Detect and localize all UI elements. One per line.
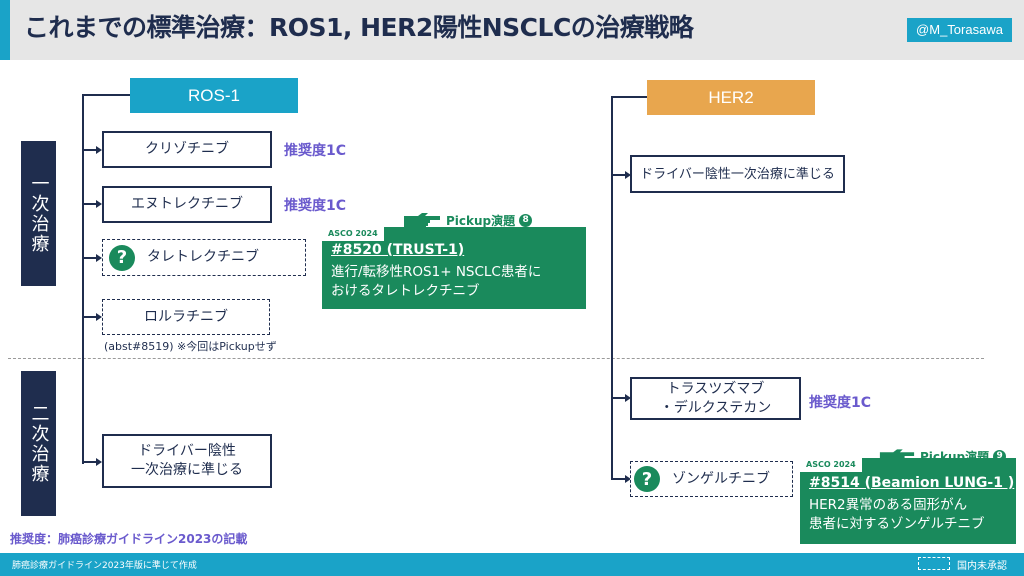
question-icon: ? xyxy=(634,466,660,492)
her2-branch-line xyxy=(611,478,625,480)
arrow-icon xyxy=(96,200,102,208)
drug-box-trastuzumab-deruxtecan: トラスツズマブ ・デルクステカン xyxy=(630,377,801,420)
ros1-header-connector xyxy=(82,94,130,96)
drug-box-entrectinib: エヌトレクチニブ xyxy=(102,186,272,223)
arrow-icon xyxy=(625,394,631,402)
abstract-desc-line: HER2異常のある固形がん xyxy=(809,497,968,513)
her2-trunk-line xyxy=(611,96,613,479)
abstract-desc-line: 進行/転移性ROS1+ NSCLC患者に xyxy=(331,264,542,280)
her2-branch-line xyxy=(611,397,625,399)
abstract-desc-line: 患者に対するゾンゲルチニブ xyxy=(809,516,985,532)
recommendation-label: 推奨度1C xyxy=(284,198,347,214)
ros1-branch-line xyxy=(82,257,96,259)
unapproved-legend-label: 国内未承認 xyxy=(957,561,1007,572)
drug-box-her2-first-line: ドライバー陰性一次治療に準じる xyxy=(630,155,845,193)
pickup-text: Pickup演題 xyxy=(446,213,516,228)
page-title: これまでの標準治療：ROS1, HER2陽性NSCLCの治療戦略 xyxy=(24,13,694,42)
ros1-branch-line xyxy=(82,461,96,463)
ros1-branch-line xyxy=(82,149,96,151)
abstract-id: #8514 (Beamion LUNG-1 ) xyxy=(809,475,1015,491)
footer-bar xyxy=(0,553,1024,576)
unapproved-legend-swatch xyxy=(918,557,950,570)
her2-branch-line xyxy=(611,174,625,176)
drug-text-line: ・デルクステカン xyxy=(659,399,772,416)
second-line-label: 二次治療 xyxy=(21,371,56,516)
drug-name: ロルラチニブ xyxy=(144,308,228,325)
lorlatinib-footnote: (abst#8519) ※今回はPickupせず xyxy=(104,340,277,353)
line-divider xyxy=(8,358,984,359)
arrow-icon xyxy=(96,254,102,262)
ros1-branch-line xyxy=(82,203,96,205)
drug-text-line: 一次治療に準じる xyxy=(131,462,243,478)
recommendation-label: 推奨度1C xyxy=(809,395,872,411)
question-icon: ? xyxy=(109,244,135,271)
her2-header-connector xyxy=(611,96,647,98)
abstract-id: #8520 (TRUST-1) xyxy=(331,242,465,258)
author-badge: @M_Torasawa xyxy=(907,18,1012,42)
ros1-header: ROS-1 xyxy=(130,78,298,113)
recommendation-label: 推奨度1C xyxy=(284,143,347,159)
first-line-label: 一次治療 xyxy=(21,141,56,286)
drug-box-taletrectinib: ? タレトレクチニブ xyxy=(102,239,306,276)
arrow-icon xyxy=(96,458,102,466)
asco-tag: ASCO 2024 xyxy=(322,227,384,241)
drug-box-lorlatinib: ロルラチニブ xyxy=(102,299,270,335)
guideline-note: 推奨度：肺癌診療ガイドライン2023の記載 xyxy=(10,532,248,546)
arrow-icon xyxy=(96,146,102,154)
title-accent-bar xyxy=(0,0,10,60)
drug-text-line: トラスツズマブ xyxy=(666,380,765,397)
arrow-icon xyxy=(96,313,102,321)
asco-tag: ASCO 2024 xyxy=(800,458,862,472)
pickup-number: 8 xyxy=(519,213,533,227)
abstract-desc-line: おけるタレトレクチニブ xyxy=(331,283,480,299)
arrow-icon xyxy=(625,171,631,179)
drug-name: ゾンゲルチニブ xyxy=(672,470,770,487)
ros1-branch-line xyxy=(82,316,96,318)
drug-name: ドライバー陰性一次治療に準じる xyxy=(640,166,835,182)
drug-box-crizotinib: クリゾチニブ xyxy=(102,131,272,168)
drug-name: タレトレクチニブ xyxy=(147,249,259,265)
drug-name: クリゾチニブ xyxy=(145,141,229,157)
footer-source-text: 肺癌診療ガイドライン2023年版に準じて作成 xyxy=(12,561,197,571)
arrow-icon xyxy=(625,475,631,483)
pickup-label: Pickup演題 8 xyxy=(402,210,533,230)
asco-abstract-box-trust1: ASCO 2024 #8520 (TRUST-1) 進行/転移性ROS1+ NS… xyxy=(322,227,586,309)
drug-box-zongertinib: ? ゾンゲルチニブ xyxy=(630,461,793,497)
her2-header: HER2 xyxy=(647,80,815,115)
title-bar xyxy=(0,0,1024,60)
asco-abstract-box-beamion: ASCO 2024 #8514 (Beamion LUNG-1 ) HER2異常… xyxy=(800,458,1016,544)
drug-box-ros1-second-line: ドライバー陰性 一次治療に準じる xyxy=(102,434,272,488)
drug-name: エヌトレクチニブ xyxy=(131,196,243,212)
pointing-hand-icon xyxy=(404,213,440,229)
ros1-trunk-line xyxy=(82,94,84,464)
drug-text-line: ドライバー陰性 xyxy=(138,443,236,459)
